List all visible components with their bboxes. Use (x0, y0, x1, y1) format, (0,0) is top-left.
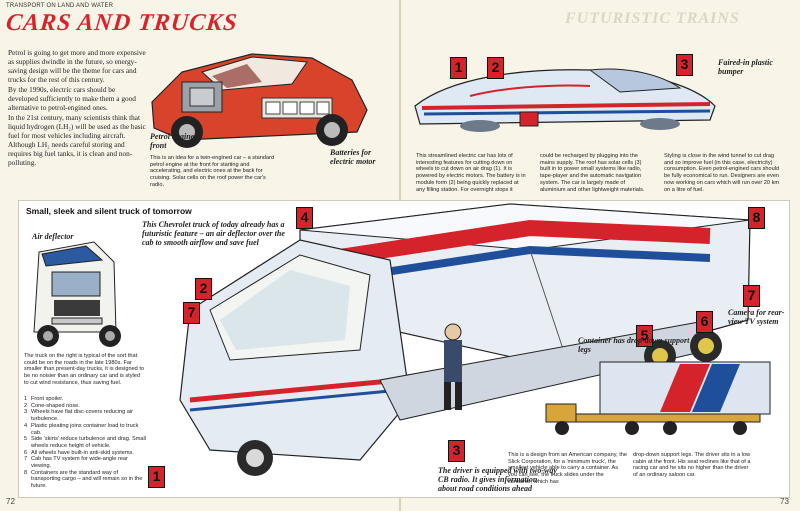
hybrid-car-caption: This is an idea for a twin-engined car –… (150, 155, 275, 188)
marker-4: 4 (296, 207, 313, 229)
intro-text: Petrol is going to get more and more exp… (8, 48, 146, 168)
petrol-engine-label: Petrol engine at front (150, 132, 203, 150)
chevrolet-label: This Chevrolet truck of today already ha… (142, 220, 285, 247)
marker-3: 3 (676, 54, 693, 76)
streamlined-caption-1: This streamlined electric car has lots o… (416, 153, 526, 193)
camera-label: Camera for rear-view TV system (728, 308, 785, 326)
intro-paragraph: Petrol is going to get more and more exp… (8, 48, 146, 84)
support-legs-label: Container has drop-down support legs (578, 336, 690, 354)
intro-paragraph: By the 1990s, electric cars should be de… (8, 85, 136, 112)
streamlined-caption-3: Styling is close in the wind tunnel to c… (664, 153, 780, 193)
page-number-left: 72 (6, 497, 15, 506)
batteries-label: Batteries for electric motor (330, 148, 376, 166)
marker-3-truck: 3 (448, 440, 465, 462)
intro-paragraph: In the 21st century, many scientists thi… (8, 113, 146, 167)
ghost-title: FUTURISTIC TRAINS (565, 10, 740, 27)
chevrolet-truck-illustration (33, 241, 121, 347)
slick-caption-1: This is a design from an American compan… (508, 452, 627, 485)
marker-2-truck: 2 (195, 278, 212, 300)
marker-2: 2 (487, 57, 504, 79)
marker-1-truck: 1 (148, 466, 165, 488)
page-number-right: 73 (780, 497, 789, 506)
truck-intro-caption: The truck on the right is typical of the… (24, 353, 145, 386)
futuristic-truck-illustration (179, 203, 751, 476)
slick-caption-2: drop-down support legs. The driver sits … (633, 452, 751, 479)
air-deflector-label: Air deflector (32, 232, 74, 241)
marker-7-camera: 7 (743, 285, 760, 307)
minimum-truck-illustration (545, 361, 771, 435)
streamlined-car-illustration (414, 68, 716, 132)
hybrid-car-illustration (151, 53, 368, 148)
marker-1: 1 (450, 57, 467, 79)
marker-8: 8 (748, 207, 765, 229)
marker-6: 6 (696, 311, 713, 333)
panel-title: Small, sleek and silent truck of tomorro… (26, 206, 192, 216)
faired-bumper-label: Faired-in plastic bumper (718, 58, 773, 76)
streamlined-caption-2: could be recharged by plugging into the … (540, 153, 645, 193)
marker-7-truck: 7 (183, 302, 200, 324)
driver-label: The driver is equipped with two-way CB r… (438, 466, 557, 493)
marker-5: 5 (636, 325, 653, 347)
section-kicker: TRANSPORT ON LAND AND WATER (6, 3, 114, 9)
